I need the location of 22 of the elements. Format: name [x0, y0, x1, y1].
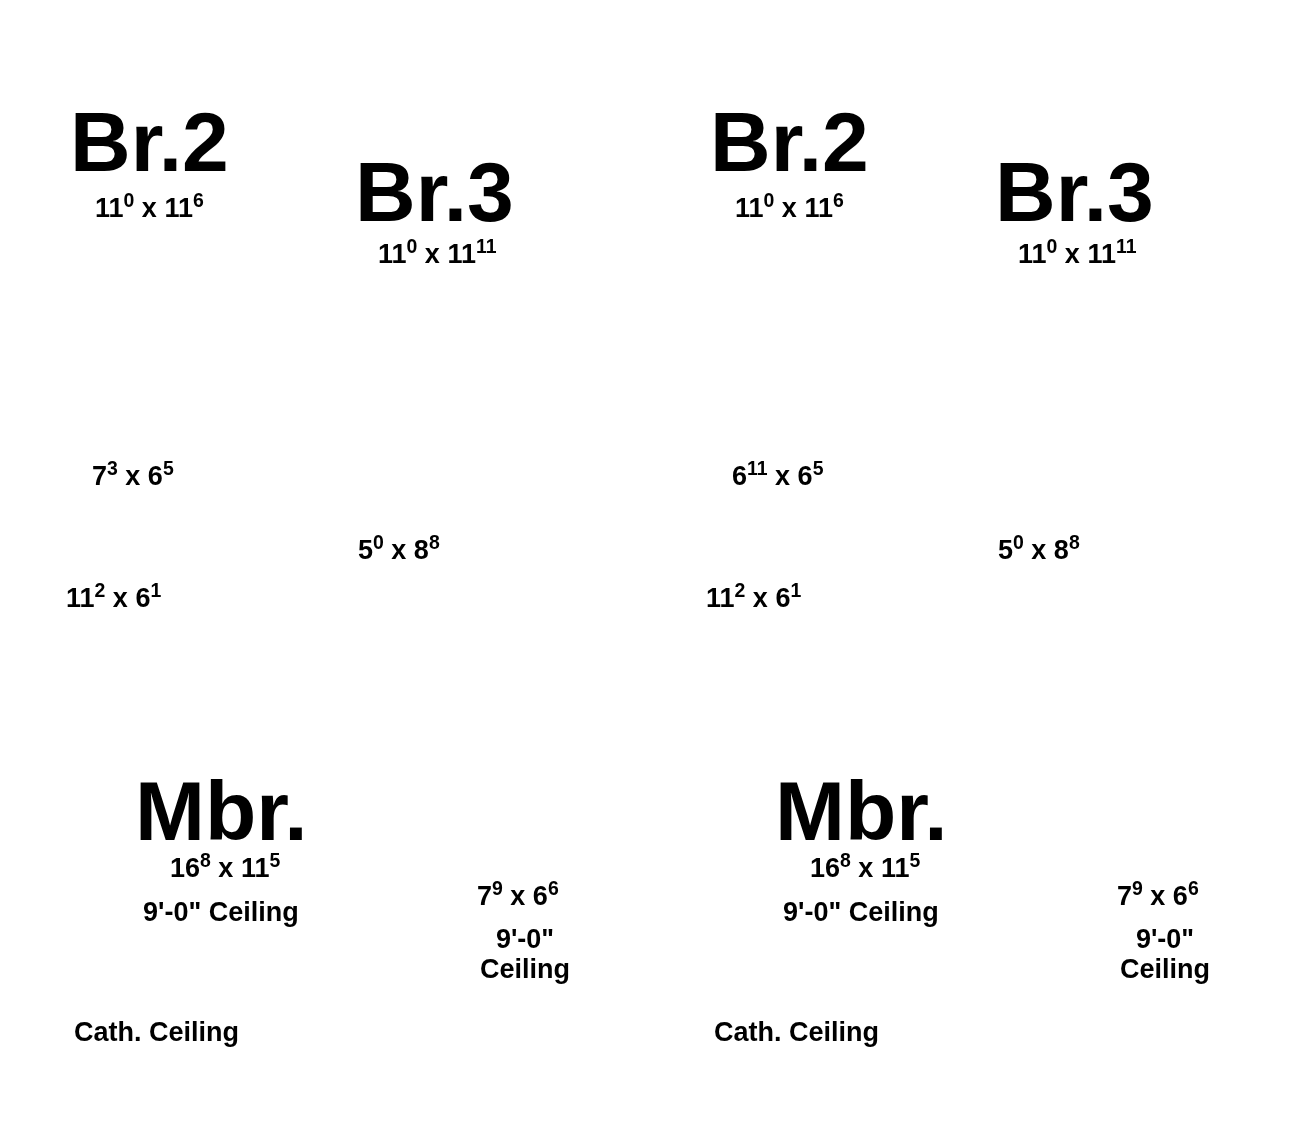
room-dimension: 5$^{0}$ x 8$^{8}$	[358, 532, 440, 566]
ceiling-note: 9'-0" Ceiling	[783, 898, 939, 928]
room-dimension: 5$^{0}$ x 8$^{8}$	[998, 532, 1080, 566]
room-dimension: 7$^{9}$ x 6$^{6}$	[1117, 878, 1199, 912]
ceiling-note: Cath. Ceiling	[74, 1018, 239, 1048]
room-dimension: 11$^{0}$ x 11$^{11}$	[1018, 236, 1137, 270]
room-name: Br.3	[995, 146, 1154, 239]
room-dimension: 11$^{0}$ x 11$^{6}$	[95, 190, 204, 224]
room-dimension: 11$^{2}$ x 6$^{1}$	[66, 580, 162, 614]
ceiling-note: 9'-0" Ceiling	[479, 925, 571, 985]
room-name: Br.2	[710, 96, 869, 189]
room-dimension: 11$^{0}$ x 11$^{11}$	[378, 236, 497, 270]
room-dimension: 7$^{9}$ x 6$^{6}$	[477, 878, 559, 912]
ceiling-note: 9'-0" Ceiling	[1119, 925, 1211, 985]
room-dimension: 6$^{11}$ x 6$^{5}$	[732, 458, 824, 492]
room-name: Br.3	[355, 146, 514, 239]
room-dimension: 7$^{3}$ x 6$^{5}$	[92, 458, 174, 492]
ceiling-note: Cath. Ceiling	[714, 1018, 879, 1048]
room-dimension: 11$^{0}$ x 11$^{6}$	[735, 190, 844, 224]
room-name: Br.2	[70, 96, 229, 189]
room-dimension: 11$^{2}$ x 6$^{1}$	[706, 580, 802, 614]
ceiling-note: 9'-0" Ceiling	[143, 898, 299, 928]
